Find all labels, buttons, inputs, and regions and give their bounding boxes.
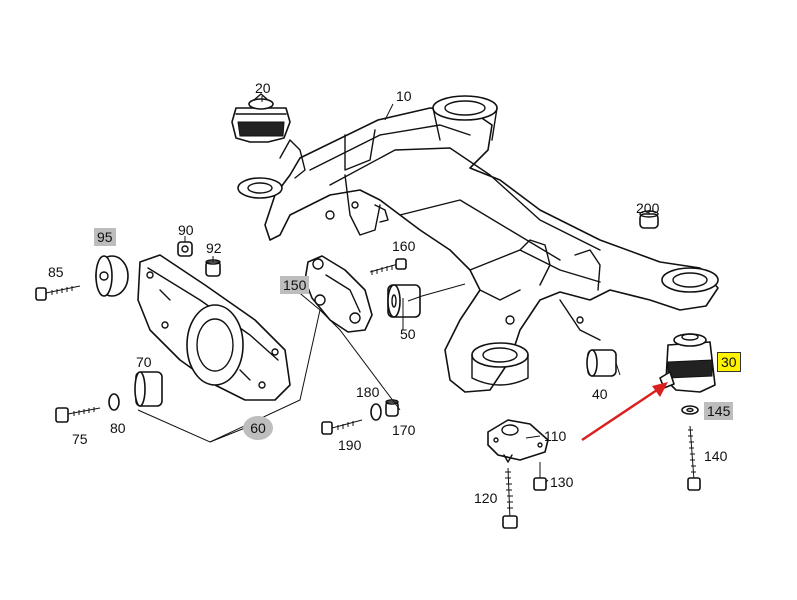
label-50: 50 (400, 326, 416, 342)
label-10: 10 (396, 88, 412, 104)
bush-50 (387, 284, 421, 318)
label-190: 190 (338, 437, 362, 453)
label-170: 170 (392, 422, 416, 438)
label-145[interactable]: 145 (704, 402, 734, 420)
label-75: 75 (72, 431, 88, 447)
label-20: 20 (255, 80, 271, 96)
bush-40 (586, 349, 617, 377)
label-130: 130 (550, 474, 574, 490)
bracket-110 (487, 419, 549, 463)
highlight-arrow (581, 382, 668, 441)
washer-80 (108, 393, 120, 411)
label-140: 140 (704, 448, 728, 464)
bolt-190 (321, 419, 363, 435)
label-180: 180 (356, 384, 380, 400)
label-92: 92 (206, 240, 222, 256)
label-95[interactable]: 95 (94, 228, 116, 246)
bracket-150 (304, 255, 373, 333)
bolt-160 (369, 258, 407, 275)
mount-20 (231, 93, 291, 143)
bolt-140 (687, 425, 701, 491)
bush-70 (134, 371, 163, 407)
nut-130 (533, 462, 547, 491)
bolt-75 (55, 407, 101, 423)
washer-145 (681, 405, 699, 415)
label-90: 90 (178, 222, 194, 238)
label-30-highlighted[interactable]: 30 (717, 352, 741, 372)
rear-subframe (237, 95, 719, 393)
bolt-85 (35, 285, 81, 301)
label-60[interactable]: 60 (243, 416, 273, 440)
label-70: 70 (136, 354, 152, 370)
label-80: 80 (110, 420, 126, 436)
label-160: 160 (392, 238, 416, 254)
disc-95 (95, 255, 129, 297)
label-40: 40 (592, 386, 608, 402)
washer-180 (370, 403, 382, 421)
bolt-120 (502, 467, 518, 529)
nut-92 (205, 259, 221, 277)
nut-170 (385, 399, 399, 417)
panel-60 (137, 254, 291, 401)
label-200: 200 (636, 200, 660, 216)
label-110: 110 (544, 428, 567, 444)
label-85: 85 (48, 264, 64, 280)
label-150[interactable]: 150 (280, 276, 310, 294)
label-120: 120 (474, 490, 498, 506)
mount-30 (659, 333, 716, 393)
washer-90 (177, 241, 193, 257)
